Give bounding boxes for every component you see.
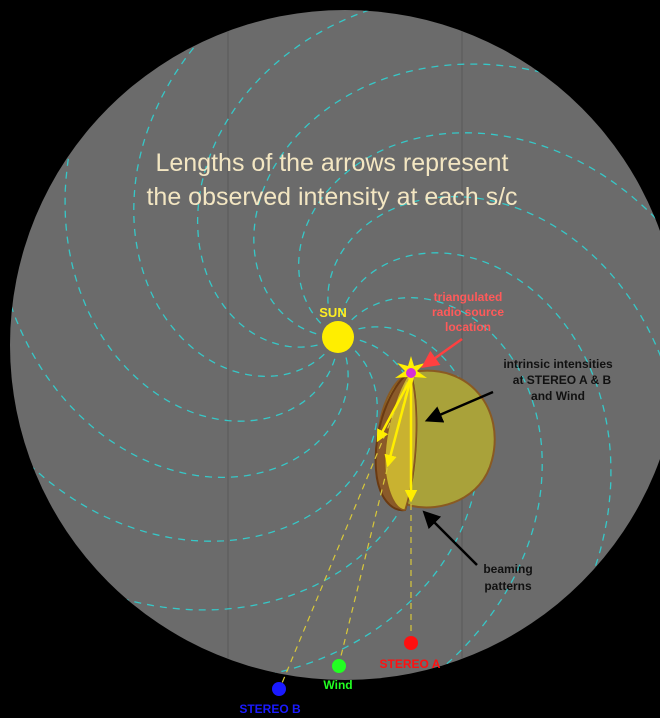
intrinsic-pointer	[424, 390, 494, 423]
spiral-line	[133, 10, 409, 378]
spiral-line	[253, 63, 660, 335]
beaming-label: beaming patterns	[483, 562, 532, 593]
arrow-wind	[384, 377, 413, 468]
radio-source-label: triangulated radio source location	[432, 290, 504, 334]
spiral-line	[64, 10, 336, 422]
spacecraft-stereo-b: STEREO B	[239, 682, 301, 716]
spiral-line	[10, 266, 379, 542]
wind-marker	[332, 659, 346, 673]
intensity-arrows	[376, 377, 418, 503]
sightline-stereo-b	[279, 371, 412, 689]
wind-label: Wind	[323, 678, 352, 692]
intrinsic-label-line1: intrinsic intensities	[503, 357, 613, 371]
spiral-line	[70, 326, 480, 680]
radio-label-line3: location	[445, 320, 491, 334]
arrow-stereo-b	[376, 377, 413, 443]
intrinsic-label-line3: and Wind	[531, 389, 585, 403]
beaming-pointer	[422, 510, 478, 566]
radio-label-line1: triangulated	[434, 290, 503, 304]
stereo-a-label: STEREO A	[380, 657, 441, 671]
headline-line2: the observed intensity at each s/c	[146, 183, 517, 211]
stereo-b-label: STEREO B	[239, 702, 301, 716]
beaming-label-line2: patterns	[484, 579, 532, 593]
radio-source-pointer	[421, 337, 463, 369]
spacecraft-stereo-a: STEREO A	[380, 636, 441, 671]
spiral-line	[340, 252, 612, 680]
spiral-line	[297, 132, 660, 408]
radio-label-line2: radio source	[432, 305, 504, 319]
intrinsic-label-line2: at STEREO A & B	[513, 373, 612, 387]
sun	[322, 321, 354, 353]
radio-source-burst	[395, 356, 427, 389]
beaming-label-line1: beaming	[483, 562, 532, 576]
stereo-b-marker	[272, 682, 286, 696]
spiral-line	[10, 69, 349, 479]
intrinsic-label: intrinsic intensities at STEREO A & B an…	[503, 357, 613, 403]
sun-label: SUN	[319, 305, 346, 320]
radio-source-dot	[406, 368, 416, 378]
spiral-line	[196, 10, 606, 348]
spiral-line	[327, 195, 660, 605]
headline-line1: Lengths of the arrows represent	[156, 149, 509, 177]
spacecraft-wind: Wind	[323, 659, 353, 692]
stereo-a-marker	[404, 636, 418, 650]
